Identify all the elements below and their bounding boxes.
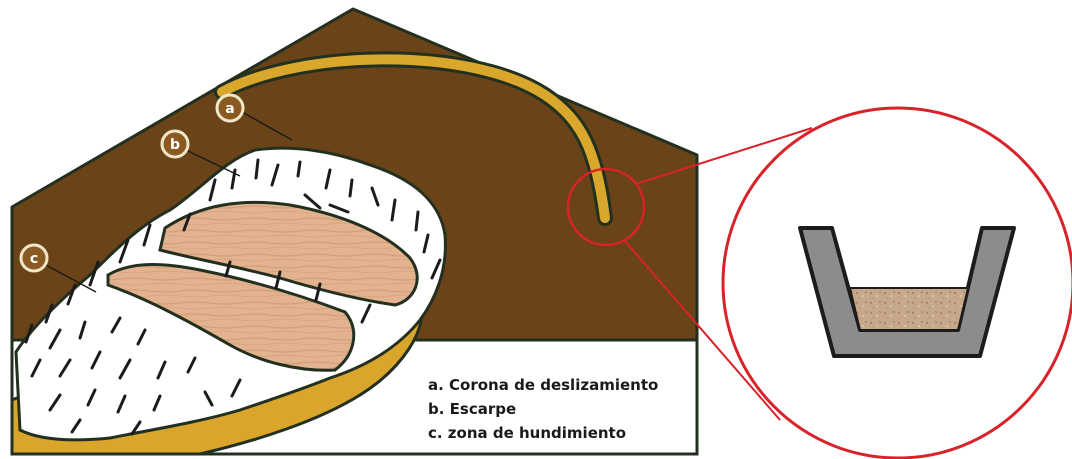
callout-c: c (21, 245, 47, 271)
zoom-lens-circle (723, 108, 1072, 458)
callout-a: a (217, 95, 243, 121)
callout-a-label: a (225, 101, 234, 117)
legend-item-a: a. Corona de deslizamiento (428, 376, 658, 394)
legend-item-b: b. Escarpe (428, 400, 516, 418)
ditch-soil-fill (850, 288, 968, 330)
callout-c-label: c (30, 251, 38, 267)
ditch-detail-zoom (723, 108, 1072, 458)
callout-b: b (162, 131, 188, 157)
legend-item-c: c. zona de hundimiento (428, 424, 626, 442)
callout-b-label: b (170, 137, 180, 153)
